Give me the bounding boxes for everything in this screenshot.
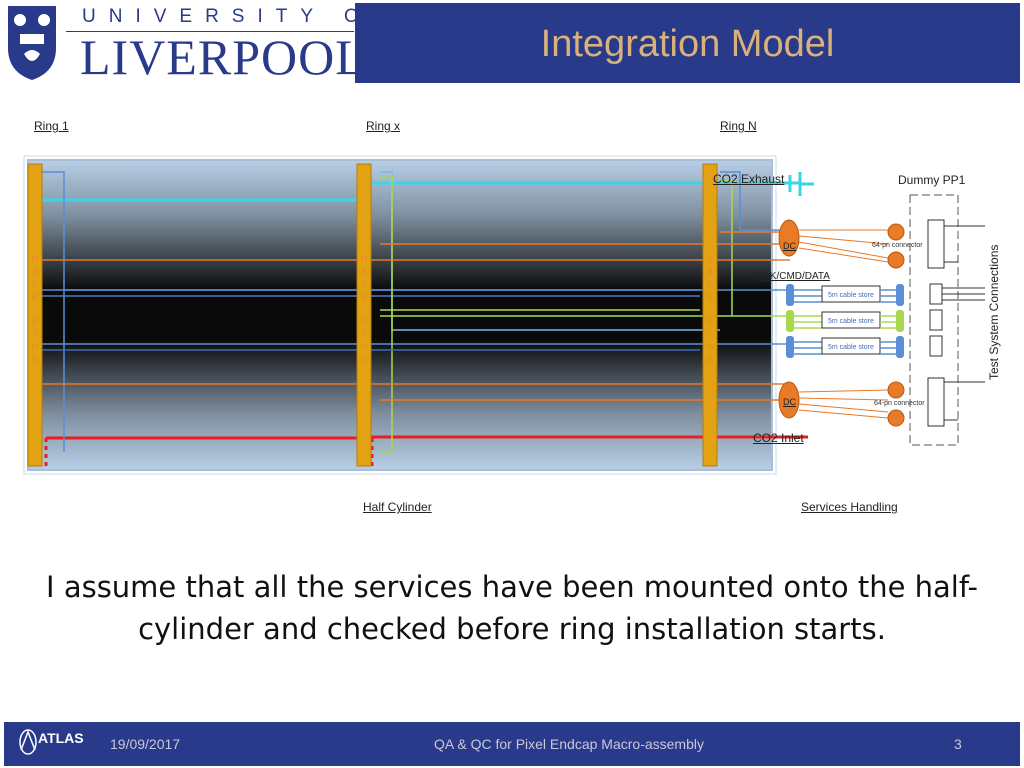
footer-date: 19/09/2017 (110, 736, 181, 752)
ringN-label: Ring N (720, 119, 757, 133)
co2-exhaust-end (788, 172, 814, 196)
pp1-connector-lines (942, 225, 985, 421)
service-line-green-3 (380, 175, 393, 453)
co2-inlet-line (46, 435, 808, 440)
conn-dot-4 (887, 409, 905, 427)
pp1-connector-4 (929, 335, 943, 357)
connector-label-top: 64-pn connector (872, 242, 923, 249)
pp1-connector-1 (927, 219, 945, 269)
dummy-pp1-box (909, 194, 959, 446)
half-ring-N (702, 163, 718, 467)
cable-store-label-1: 5m cable store (828, 292, 874, 299)
connector-label-bottom: 64-pn connector (874, 400, 925, 407)
cable-plug-right-3 (896, 336, 904, 358)
pp1-connector-2 (929, 283, 943, 305)
cable-plug-left-3 (786, 336, 794, 358)
footer-title: QA & QC for Pixel Endcap Macro-assembly (434, 736, 704, 752)
university-logo: UNIVERSITY OF LIVERPOOL (0, 0, 383, 85)
footer-atlas: ATLAS (38, 730, 84, 746)
half-cylinder-border (23, 155, 777, 475)
page-title: Integration Model (540, 23, 835, 65)
service-line-green-4 (720, 179, 733, 316)
test-system-label: Test System Connections (987, 245, 1001, 380)
half-cylinder-label: Half Cylinder (363, 500, 432, 514)
ringx-label: Ring x (366, 119, 401, 133)
cable-store-box-2 (821, 311, 881, 329)
logo-divider (66, 31, 354, 32)
dc-fan-bottom (798, 389, 889, 419)
co2-exhaust-label: CO2 Exhaust (713, 172, 785, 186)
cable-store-box-3 (821, 337, 881, 355)
cable-plug-left-1 (786, 284, 794, 306)
ring1-label: Ring 1 (34, 119, 69, 133)
dc-bottom-label: DC (783, 397, 796, 407)
crest-icon (8, 6, 56, 80)
test-system-label-wrap: Test System Connections (987, 245, 1001, 380)
conn-dot-2 (887, 251, 905, 269)
half-ring-x (356, 163, 372, 467)
footer-bar: ATLAS 19/09/2017 QA & QC for Pixel Endca… (4, 722, 1020, 766)
title-bar: Integration Model (355, 3, 1020, 83)
logo-top-text: UNIVERSITY OF (82, 6, 397, 27)
cable-store-box-1 (821, 285, 881, 303)
half-cylinder-body (27, 159, 773, 471)
cable-store-label-2: 5m cable store (828, 318, 874, 325)
cable-plug-right-2 (896, 310, 904, 332)
services-handling-label: Services Handling (801, 500, 898, 514)
dc-connector-bottom (778, 381, 800, 419)
half-ring-1 (27, 163, 43, 467)
co2-inlet-label: CO2 Inlet (753, 431, 804, 445)
clk-cmd-data-label: CLK/CMD/DATA (757, 271, 830, 282)
pp1-connector-3 (929, 309, 943, 331)
footer-page-number: 3 (954, 736, 962, 752)
dc-top-label: DC (783, 241, 796, 251)
cable-store-row-2 (786, 310, 904, 332)
dc-connector-top (778, 219, 800, 257)
logo-main-text: LIVERPOOL (80, 29, 367, 85)
cable-store-row-1 (786, 284, 904, 306)
dc-fan-top (798, 229, 889, 263)
cable-plug-right-1 (896, 284, 904, 306)
service-line-blue-6 (720, 171, 790, 231)
slide-caption: I assume that all the services have been… (46, 570, 978, 646)
cable-plug-left-2 (786, 310, 794, 332)
conn-dot-3 (887, 381, 905, 399)
atlas-logo-icon (19, 729, 37, 755)
conn-dot-1 (887, 223, 905, 241)
cable-store-row-3 (786, 336, 904, 358)
pp1-connector-5 (927, 377, 945, 427)
dummy-pp1-label: Dummy PP1 (898, 173, 966, 187)
cable-store-label-3: 5m cable store (828, 344, 874, 351)
